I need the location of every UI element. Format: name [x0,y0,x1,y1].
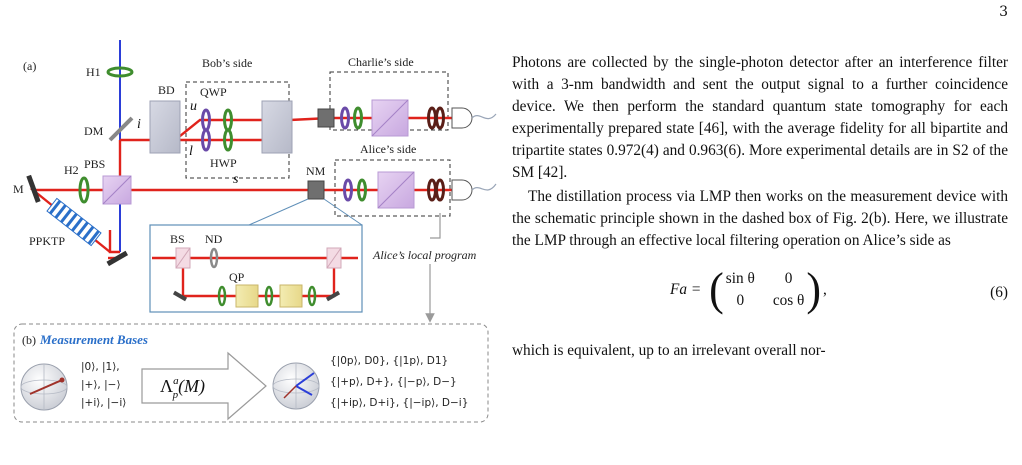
bloch-sphere-right [272,362,320,410]
paragraph-1: Photons are collected by the single-phot… [512,54,1008,181]
alice-fiber [471,183,497,191]
bases-left-1: |0⟩, |1⟩, [81,361,120,373]
pbs-label: PBS [84,157,105,171]
charlie-hwp [353,106,363,130]
matrix-22: cos θ [772,292,805,309]
inset-nd [209,247,219,269]
h1-plate [106,66,134,78]
charlie-detector [451,107,473,129]
inset-hwp-3 [307,285,317,307]
inset-hwp-2 [264,285,274,307]
path-u-label: u [190,99,197,114]
operator-arrow [141,351,267,421]
mirror-m [26,174,41,203]
paragraph-2: The distillation process via LMP then wo… [512,188,1008,249]
alice-program-label: Alice’s local program [372,248,477,262]
alice-hwp [357,178,367,202]
path-i-label: i [137,117,141,132]
ppktp-crystal [46,197,102,247]
path-l-label: l [189,144,193,159]
matrix-11: sin θ [725,270,755,287]
panel-a-label: (a) [23,59,36,73]
equation-6: Fa = ( sin θ 0 0 cos θ ) , (6) [670,263,1008,316]
bob-side-label: Bob’s side [202,56,252,70]
bob-hwp-l [223,128,233,152]
equation-lhs: Fa = [670,281,702,298]
inset-qp-1 [235,284,259,308]
panel-b-label: (b) [22,333,36,347]
bd-right [261,100,293,154]
matrix-21: 0 [736,292,745,309]
bottom-mirror [106,250,129,267]
hwp-label: HWP [210,156,237,170]
bs-label: BS [170,232,185,246]
bloch-sphere-left [20,363,68,411]
bob-qwp-l [201,128,211,152]
filter-matrix: sin θ 0 0 cos θ [726,268,805,312]
bd-left [149,100,181,154]
charlie-nm [317,108,335,128]
text-column: Photons are collected by the single-phot… [512,52,1008,362]
charlie-fiber [471,113,497,120]
alice-filter-b [435,178,445,202]
charlie-qwp [340,106,350,130]
path-s-label: s [233,172,239,187]
dm-label: DM [84,124,104,138]
measurement-bases-title: Measurement Bases [39,332,148,347]
alice-qwp [343,178,353,202]
inset-mirror-left [172,290,188,302]
charlie-filter-b [435,106,445,130]
bases-left-3: |+i⟩, |−i⟩ [81,397,126,409]
dm-mirror [108,116,134,142]
inset-mirror-right [325,290,341,302]
alice-side-label: Alice’s side [360,142,416,156]
h2-label: H2 [64,163,79,177]
ppktp-label: PPKTP [29,234,65,248]
equation-number: (6) [990,284,1008,301]
nd-label: ND [205,232,223,246]
nm-label: NM [306,164,326,178]
panel-b-box [13,323,489,423]
bd-label: BD [158,83,175,97]
figure-2: (a) Bob’s side Charlie’s side Alice’s si… [13,40,497,423]
alice-nm [307,180,325,200]
charlie-side-label: Charlie’s side [348,55,414,69]
inset-qp-2 [279,284,303,308]
alice-side-box [334,159,451,217]
bases-right-2: {|+p⟩, D+}, {|−p⟩, D−} [330,376,457,388]
qwp-label: QWP [200,85,227,99]
bases-right-3: {|+ip⟩, D+i}, {|−ip⟩, D−i} [330,397,468,409]
paragraph-3: which is equivalent, up to an irrelevant… [512,342,826,359]
matrix-12: 0 [784,270,793,287]
h2-plate [78,176,90,204]
h1-label: H1 [86,65,101,79]
m-label: M [13,182,24,196]
inset-hwp-1 [217,285,227,307]
alice-detector [451,179,473,201]
page-number: 3 [999,4,1008,20]
bases-right-1: {|0p⟩, D0}, {|1p⟩, D1} [330,355,448,367]
qp-label: QP [229,270,245,284]
bases-left-2: |+⟩, |−⟩ [81,379,121,391]
